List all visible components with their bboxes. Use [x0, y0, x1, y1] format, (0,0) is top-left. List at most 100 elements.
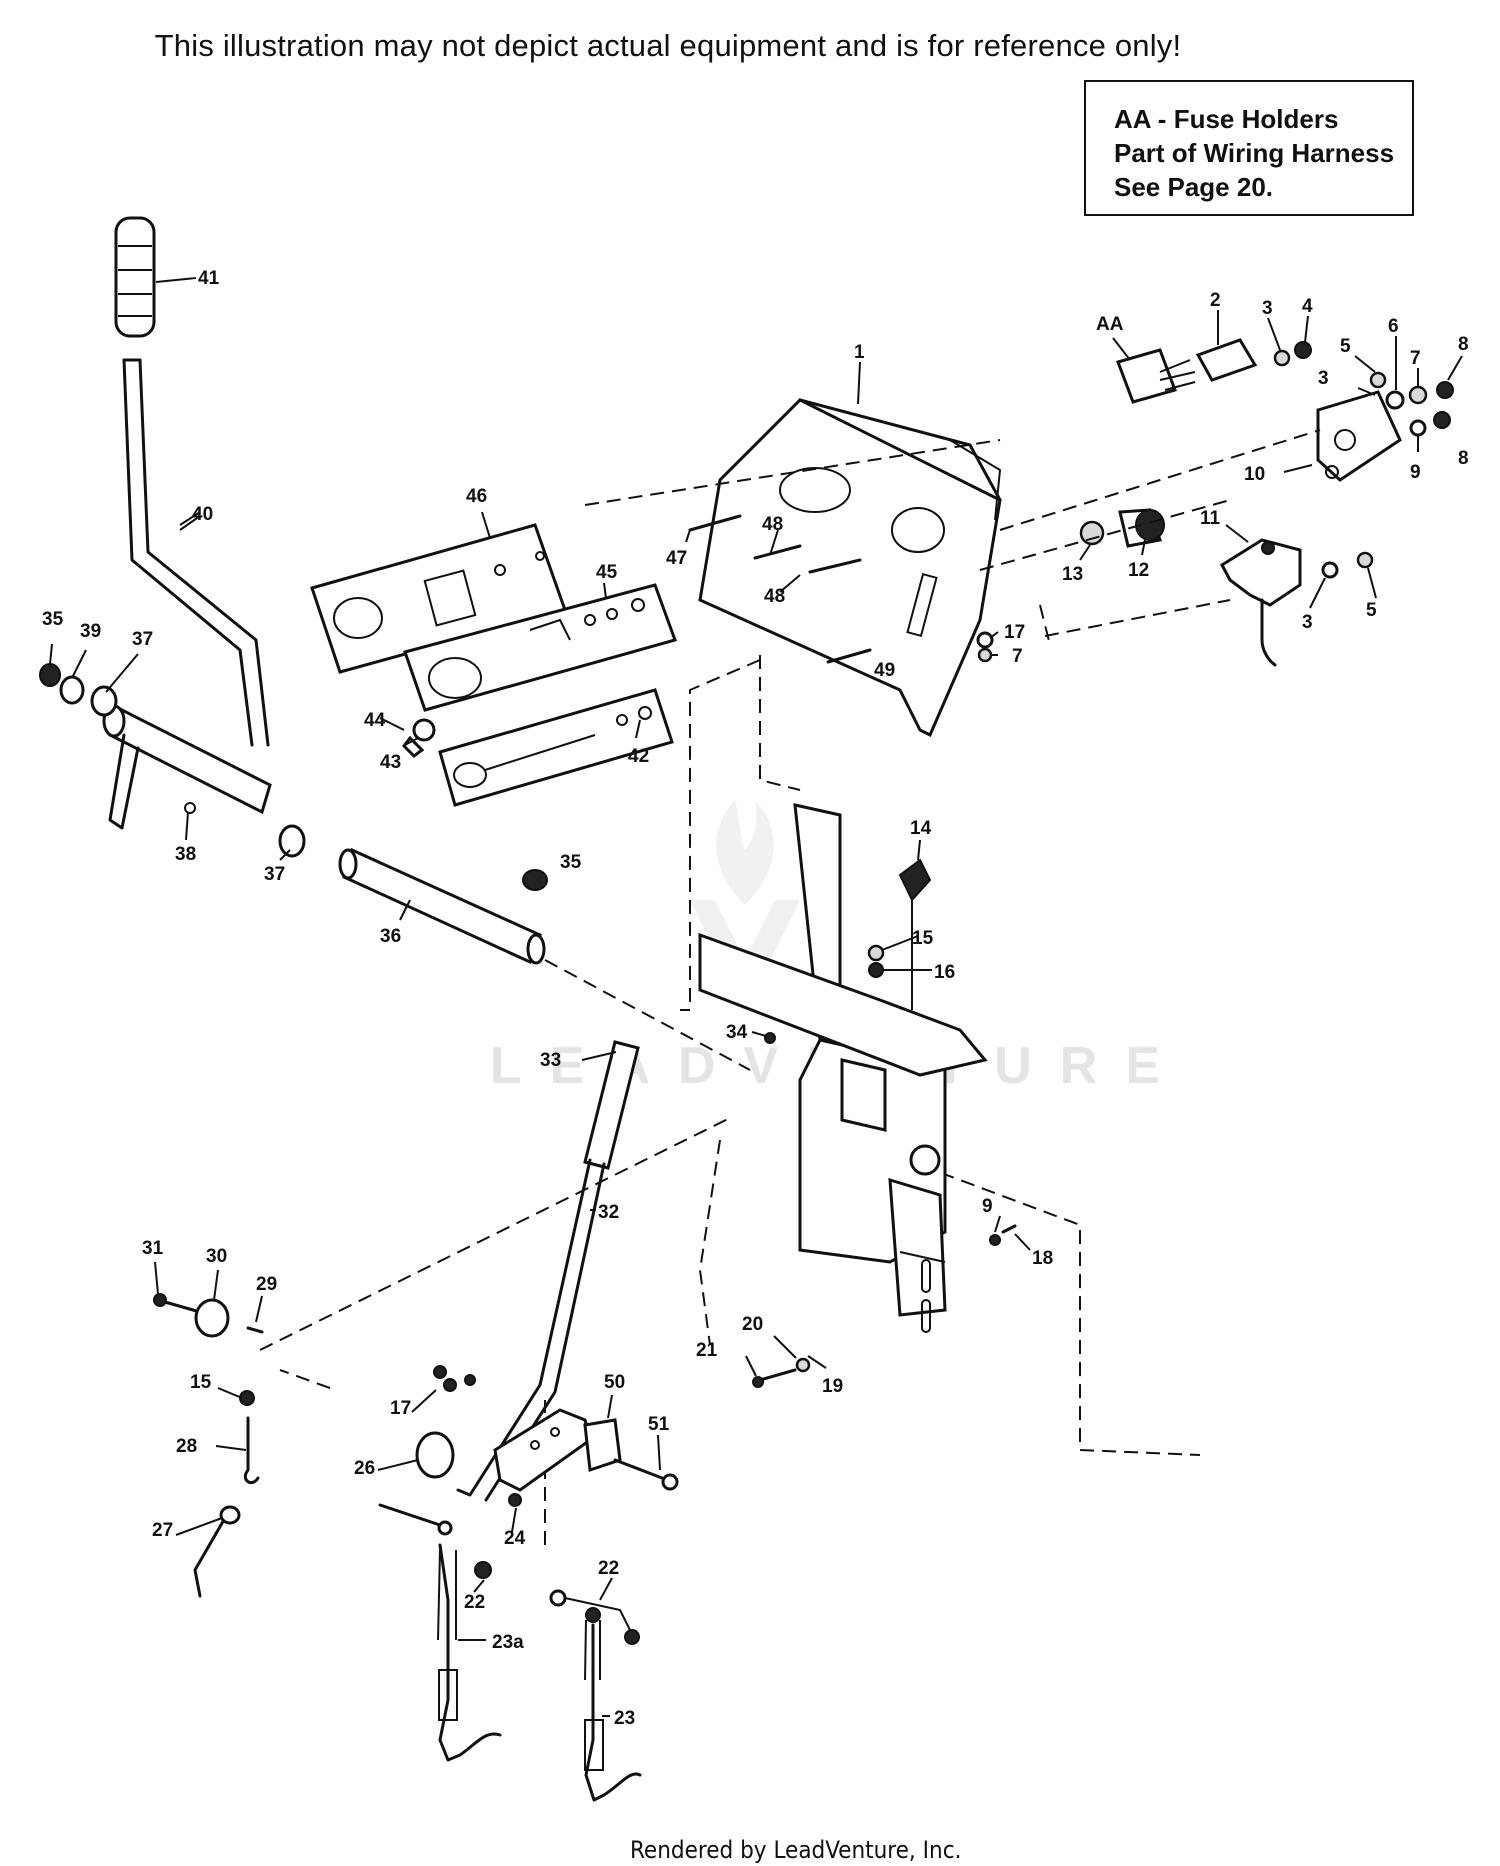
callout-17-b: 17: [390, 1398, 411, 1419]
callout-22-b: 22: [598, 1558, 619, 1579]
callout-15: 15: [912, 928, 934, 949]
part-31-30-29: [153, 1293, 264, 1338]
part-34-bolt: [764, 1032, 776, 1044]
part-11-key-switch: [1220, 538, 1374, 667]
callout-35: 35: [42, 609, 64, 630]
callout-41: 41: [198, 268, 220, 289]
part-42-insert: [438, 688, 674, 807]
callout-26: 26: [354, 1458, 375, 1479]
note-line-2: Part of Wiring Harness: [1114, 138, 1395, 168]
callout-20: 20: [742, 1314, 763, 1335]
callout-51: 51: [648, 1414, 670, 1435]
callout-AA: AA: [1096, 314, 1124, 335]
callout-50: 50: [604, 1372, 625, 1393]
callout-8: 8: [1458, 334, 1469, 355]
part-43-ring: [412, 718, 436, 742]
callout-13: 13: [1062, 564, 1083, 585]
callout-39: 39: [80, 621, 101, 642]
callout-6: 6: [1388, 316, 1399, 337]
callout-1: 1: [854, 342, 865, 363]
callout-44: 44: [364, 710, 386, 731]
callout-40: 40: [192, 504, 213, 525]
callout-48-b: 48: [764, 586, 785, 607]
callout-7-b: 7: [1012, 646, 1023, 667]
part-35-nut: [522, 869, 548, 891]
callout-21: 21: [696, 1340, 718, 1361]
part-28-27-rod: [193, 1390, 260, 1598]
callout-31: 31: [142, 1238, 164, 1259]
small-hardware-top-right: [1273, 341, 1454, 437]
footer-credit: Rendered by LeadVenture, Inc.: [630, 1836, 962, 1864]
callout-14: 14: [910, 818, 932, 839]
part-23-cable: [549, 1589, 642, 1802]
part-45-insert: [403, 583, 677, 712]
hidden-lines: [259, 429, 1321, 1545]
callout-43: 43: [380, 752, 401, 773]
callout-2: 2: [1210, 290, 1221, 311]
callout-16: 16: [934, 962, 955, 983]
callout-3-b: 3: [1318, 368, 1329, 389]
callout-23a: 23a: [492, 1632, 524, 1653]
callout-5-b: 5: [1366, 600, 1377, 621]
callout-15-b: 15: [190, 1372, 212, 1393]
callout-23: 23: [614, 1708, 635, 1729]
part-24-nut: [508, 1493, 522, 1507]
callout-27: 27: [152, 1520, 173, 1541]
callout-11: 11: [1200, 508, 1221, 529]
callout-28: 28: [176, 1436, 197, 1457]
callout-49: 49: [874, 660, 895, 681]
callout-37: 37: [132, 629, 153, 650]
callout-5: 5: [1340, 336, 1351, 357]
callout-18: 18: [1032, 1248, 1053, 1269]
part-2-bracket: [1195, 338, 1258, 382]
part-14-fitting: [867, 858, 932, 1010]
part-36-tube: [338, 847, 546, 965]
callout-9-b: 9: [982, 1196, 993, 1217]
springs: [688, 514, 872, 664]
part-12-switch: [1079, 508, 1165, 548]
callout-48: 48: [762, 514, 783, 535]
callout-29: 29: [256, 1274, 277, 1295]
callout-47: 47: [666, 548, 687, 569]
part-40-lever: [122, 358, 270, 747]
callout-45: 45: [596, 562, 618, 583]
callout-33: 33: [540, 1050, 561, 1071]
part-1-dash-panel: [698, 398, 1002, 738]
callout-34: 34: [726, 1022, 748, 1043]
part-50-bracket: [493, 1408, 679, 1492]
part-17-26-hardware: [415, 1365, 476, 1479]
callout-12: 12: [1128, 560, 1149, 581]
callout-10: 10: [1244, 464, 1265, 485]
callout-4: 4: [1302, 296, 1313, 317]
part-33-grip: [583, 1040, 640, 1170]
note-line-1: AA - Fuse Holders: [1114, 104, 1339, 134]
leader-lines: [49, 310, 1463, 1717]
part-37-shaft: [39, 663, 306, 858]
part-10-switch: [1316, 390, 1402, 482]
part-19-20-21: [752, 1357, 811, 1388]
disclaimer-text: This illustration may not depict actual …: [154, 28, 1182, 63]
callout-36: 36: [380, 926, 401, 947]
pedestal-frame: [698, 803, 988, 1333]
callout-42: 42: [628, 746, 649, 767]
callout-3: 3: [1262, 298, 1273, 319]
callout-9: 9: [1410, 462, 1421, 483]
callout-19: 19: [822, 1376, 843, 1397]
part-41-grip: [114, 216, 197, 338]
watermark-logo: [690, 800, 800, 1010]
callout-46: 46: [466, 486, 487, 507]
callout-24: 24: [504, 1528, 526, 1549]
callout-7: 7: [1410, 348, 1421, 369]
callout-30: 30: [206, 1246, 227, 1267]
callout-38: 38: [175, 844, 196, 865]
part-23a-cable: [378, 1503, 502, 1762]
note-line-3: See Page 20.: [1114, 172, 1273, 202]
callout-3-c: 3: [1302, 612, 1313, 633]
part-9-18: [989, 1224, 1017, 1246]
callout-8-b: 8: [1458, 448, 1469, 469]
callout-32: 32: [598, 1202, 619, 1223]
part-AA-fuse-holder: [1116, 348, 1196, 404]
callout-37-b: 37: [264, 864, 285, 885]
fuse-holder-note: AA - Fuse Holders Part of Wiring Harness…: [1084, 80, 1414, 216]
